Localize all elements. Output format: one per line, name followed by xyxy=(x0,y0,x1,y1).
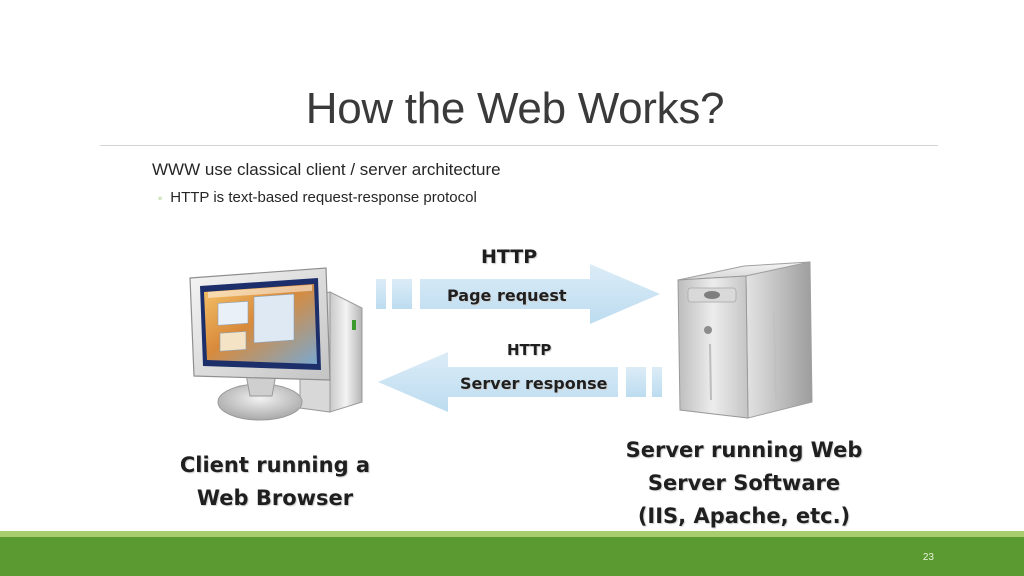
server-tower-icon xyxy=(677,261,813,419)
server-caption: Server running Web Server Software (IIS,… xyxy=(614,434,874,533)
bullet-sub: ◦ HTTP is text-based request-response pro… xyxy=(158,189,477,206)
response-arrow-body xyxy=(378,352,618,412)
request-label: Page request xyxy=(447,286,567,305)
client-caption-line: Client running a xyxy=(179,453,371,477)
server-caption-line: Server running Web xyxy=(625,438,863,462)
footer-bar xyxy=(0,531,1024,576)
bullet-marker: ◦ xyxy=(158,191,163,205)
response-arrow-dash xyxy=(652,367,662,397)
response-arrow xyxy=(378,352,662,412)
title-divider xyxy=(100,145,938,146)
request-arrow-body xyxy=(420,264,660,324)
bullet-sub-text: HTTP is text-based request-response prot… xyxy=(170,189,477,206)
footer-accent-stripe xyxy=(0,531,1024,537)
response-label: Server response xyxy=(460,374,608,393)
computer-monitor-icon xyxy=(189,267,363,421)
client-caption-line: Web Browser xyxy=(196,486,354,510)
page-number: 23 xyxy=(922,552,934,563)
response-protocol-label: HTTP xyxy=(507,341,552,359)
server-caption-line: Server Software xyxy=(647,471,841,495)
client-caption: Client running a Web Browser xyxy=(170,449,380,515)
slide-title: How the Web Works? xyxy=(305,84,725,133)
request-arrow-dash xyxy=(392,279,412,309)
request-arrow xyxy=(376,264,660,324)
server-caption-line: (IIS, Apache, etc.) xyxy=(637,504,851,528)
bullet-main: WWW use classical client / server archit… xyxy=(152,160,501,179)
request-arrow-dash xyxy=(376,279,386,309)
response-arrow-dash xyxy=(626,367,646,397)
request-protocol-label: HTTP xyxy=(481,246,538,268)
